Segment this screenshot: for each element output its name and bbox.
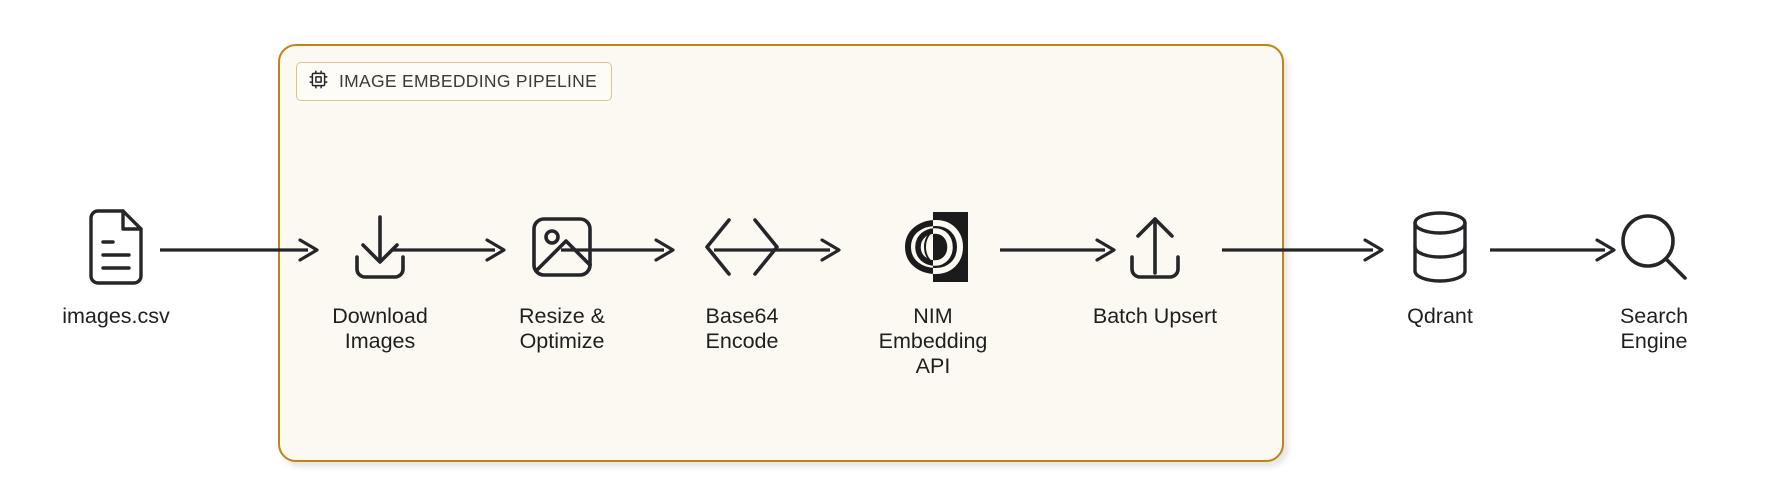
edge-resize-optimize-to-base64-encode: [561, 238, 681, 262]
nvidia-eye-icon-box: [898, 208, 968, 290]
upload-icon: [1119, 211, 1191, 288]
edge-qdrant-to-search-engine: [1490, 238, 1622, 262]
edge-images-csv-to-download-images: [160, 238, 325, 262]
document-icon: [83, 208, 149, 291]
node-label-download-images: Download Images: [332, 304, 428, 353]
node-label-nim-embedding-api: NIM Embedding API: [878, 304, 988, 378]
image-icon-box: [526, 208, 598, 290]
node-images-csv[interactable]: images.csv: [21, 208, 211, 329]
magnifier-icon-box: [1617, 208, 1691, 290]
node-resize-optimize[interactable]: Resize & Optimize: [467, 208, 657, 354]
edge-batch-upsert-to-qdrant: [1222, 238, 1390, 262]
node-label-batch-upsert: Batch Upsert: [1092, 304, 1218, 328]
node-label-resize-optimize: Resize & Optimize: [518, 304, 606, 353]
code-brackets-icon-box: [701, 208, 783, 290]
edge-download-images-to-resize-optimize: [392, 238, 512, 262]
node-label-base64-encode: Base64 Encode: [705, 304, 779, 353]
database-icon-box: [1409, 208, 1471, 290]
chip-icon: [308, 69, 329, 95]
node-label-qdrant: Qdrant: [1407, 304, 1473, 328]
node-search-engine[interactable]: Search Engine: [1559, 208, 1749, 354]
image-icon: [526, 211, 598, 288]
node-batch-upsert[interactable]: Batch Upsert: [1060, 208, 1250, 329]
document-icon-box: [83, 208, 149, 290]
node-qdrant[interactable]: Qdrant: [1345, 208, 1535, 329]
pipeline-badge: IMAGE EMBEDDING PIPELINE: [296, 62, 613, 101]
download-icon: [344, 211, 416, 288]
download-icon-box: [344, 208, 416, 290]
image-embedding-pipeline-panel: IMAGE EMBEDDING PIPELINE: [278, 44, 1284, 462]
nvidia-eye-icon: [898, 211, 968, 287]
edge-nim-embedding-api-to-batch-upsert: [1000, 238, 1122, 262]
pipeline-badge-label: IMAGE EMBEDDING PIPELINE: [339, 71, 598, 91]
node-base64-encode[interactable]: Base64 Encode: [647, 208, 837, 354]
upload-icon-box: [1119, 208, 1191, 290]
magnifier-icon: [1617, 210, 1691, 289]
node-label-search-engine: Search Engine: [1619, 304, 1689, 353]
node-nim-embedding-api[interactable]: NIM Embedding API: [838, 208, 1028, 379]
node-download-images[interactable]: Download Images: [285, 208, 475, 354]
node-label-images-csv: images.csv: [62, 304, 170, 328]
code-brackets-icon: [701, 214, 783, 285]
database-icon: [1409, 209, 1471, 290]
